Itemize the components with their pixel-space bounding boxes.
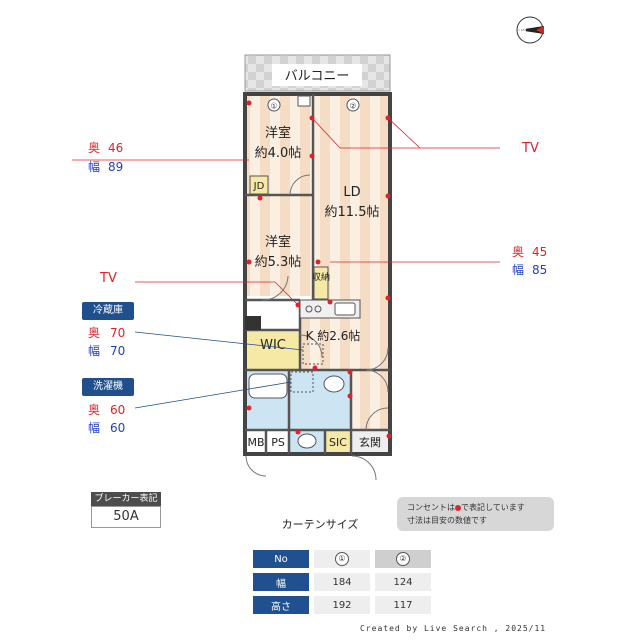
breaker-value: 50A (91, 506, 161, 528)
svg-text:N: N (519, 26, 527, 36)
door-arcs (245, 174, 389, 481)
legend-note: コンセントはで表記しています 寸法は目安の数値です (397, 497, 554, 531)
ld-floor (314, 96, 388, 300)
wic-floor (247, 330, 299, 370)
window-number-1: ② (349, 102, 356, 111)
curtain-cell: 124 (375, 573, 431, 591)
duct-box (297, 95, 311, 107)
fridge-depth-value: 70 (110, 326, 125, 340)
balcony-label-bg (272, 64, 362, 86)
curtain-row-height: 高さ 192 117 (253, 596, 431, 614)
washer-depth-value: 60 (110, 403, 125, 417)
room-western-2-name: 洋室 (265, 234, 291, 250)
callout-line-fridge (134, 331, 304, 351)
right-width-value: 85 (532, 263, 547, 277)
fridge-width-value: 70 (110, 344, 125, 358)
outer-walls (243, 92, 392, 456)
curtain-row-width: 幅 184 124 (253, 573, 431, 591)
compass-icon: N (516, 16, 544, 44)
entrance-label: 玄関 (359, 435, 381, 449)
sic-floor (325, 430, 349, 452)
curtain-header-row: No ① ② (253, 550, 431, 568)
room-ld-size: 約11.5帖 (325, 205, 380, 220)
room-kitchen-label: K 約2.6帖 (306, 328, 361, 343)
callout-line-tv-2 (387, 117, 421, 149)
curtain-row-label: 幅 (253, 573, 309, 591)
tv-label-2: TV (99, 271, 117, 286)
storage-box (313, 266, 329, 300)
window-number-2: ① (270, 102, 277, 111)
sic-label: SIC (329, 436, 347, 449)
washer-depth-label: 奥 (88, 403, 100, 417)
fridge-badge: 冷蔵庫 (82, 302, 134, 320)
room-western-2-size: 約5.3帖 (255, 255, 302, 270)
breaker-label: ブレーカー表記 (91, 492, 161, 506)
curtain-table: No ① ② 幅 184 124 高さ 192 117 (248, 545, 436, 619)
breaker-box: ブレーカー表記 50A (91, 492, 161, 528)
room-wic-label: WIC (260, 338, 286, 353)
curtain-header-no: No (253, 550, 309, 568)
note-text-2: 寸法は目安の数値です (407, 516, 487, 525)
curtain-header-2: ② (396, 552, 410, 566)
left-width-value: 89 (108, 160, 123, 174)
left-width-label: 幅 (88, 159, 100, 174)
ps-label: PS (271, 436, 285, 449)
stove-burner-icon (314, 305, 322, 313)
washer-badge: 洗濯機 (82, 378, 134, 396)
wall-column (245, 316, 261, 330)
hall-floor (352, 370, 388, 430)
washer-width-value: 60 (110, 421, 125, 435)
callout-line-tv-3 (135, 281, 299, 306)
stove-burner-icon (305, 305, 313, 313)
callout-line-washer (134, 381, 292, 409)
mb-label: MB (247, 436, 264, 449)
toilet-icon (297, 433, 317, 449)
sink-icon (334, 302, 356, 316)
curtain-header-1: ① (335, 552, 349, 566)
fridge-space (302, 343, 324, 365)
note-text-1b: で表記しています (461, 503, 525, 512)
curtain-cell: 192 (314, 596, 370, 614)
room-western-1-size: 約4.0帖 (255, 146, 302, 161)
credit-text: Created by Live Search , 2025/11 (360, 624, 547, 633)
outlet-dot-icon (455, 504, 461, 511)
curtain-row-label: 高さ (253, 596, 309, 614)
jd-label: JD (253, 181, 265, 192)
window-marker-2 (267, 98, 281, 112)
left-depth-label: 奥 (88, 141, 100, 155)
entrance-floor (352, 430, 388, 452)
note-text-1a: コンセントは (407, 503, 455, 512)
right-depth-value: 45 (532, 245, 547, 259)
room-ld-name: LD (343, 185, 360, 200)
jd-box (249, 175, 269, 195)
fridge-depth-label: 奥 (88, 326, 100, 340)
window-marker-1 (346, 98, 360, 112)
curtain-cell: 117 (375, 596, 431, 614)
right-depth-label: 奥 (512, 245, 524, 259)
left-depth-value: 46 (108, 141, 123, 155)
callout-line-tv-1 (311, 117, 500, 149)
washbasin-icon (323, 375, 345, 393)
storage-label: 収納 (312, 271, 330, 283)
curtain-cell: 184 (314, 573, 370, 591)
tv-label-1: TV (521, 141, 539, 156)
right-width-label: 幅 (512, 262, 524, 277)
balcony-label: バルコニー (285, 69, 350, 84)
washer-width-label: 幅 (88, 420, 100, 435)
fridge-width-label: 幅 (88, 343, 100, 358)
room-western-1-name: 洋室 (265, 125, 291, 141)
curtain-title: カーテンサイズ (281, 518, 359, 531)
